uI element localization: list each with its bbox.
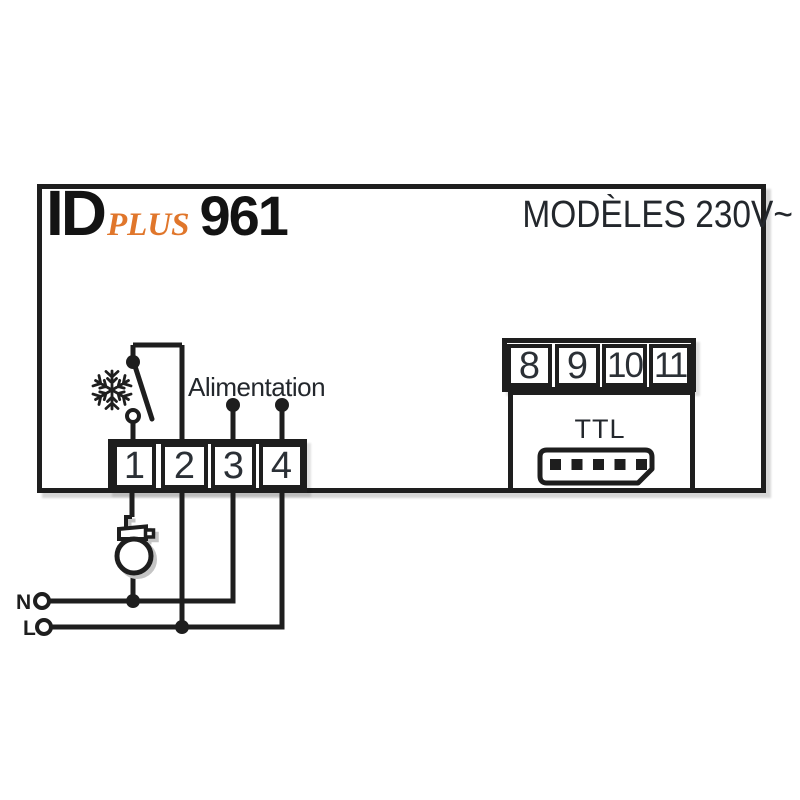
line-label: L <box>23 617 36 640</box>
neutral-junction-dot <box>126 594 140 608</box>
terminal-11: 11 <box>649 344 691 387</box>
alimentation-label: Alimentation <box>188 372 326 402</box>
terminal-10: 10 <box>602 344 647 387</box>
line-junction-dot <box>175 620 189 634</box>
compressor-shadow <box>118 518 159 579</box>
terminal-2: 2 <box>161 443 208 489</box>
logo-id: ID <box>46 177 107 249</box>
terminal-4: 4 <box>259 443 304 489</box>
terminal-3: 3 <box>211 443 256 489</box>
terminal-9: 9 <box>555 344 600 387</box>
logo-plus: PLUS <box>107 207 190 243</box>
compressor-icon <box>114 515 159 579</box>
model-voltage-label: MODÈLES 230V~ <box>522 194 793 236</box>
terminal-8: 8 <box>507 344 552 387</box>
line-wire <box>51 491 285 630</box>
ttl-label: TTL <box>574 414 626 444</box>
logo-model-number: 961 <box>199 184 289 247</box>
brand-logo: ID PLUS 961 <box>46 177 289 249</box>
neutral-line-wire <box>49 491 236 604</box>
terminal-1: 1 <box>113 443 156 489</box>
line-terminal-circle <box>35 618 53 636</box>
neutral-label: N <box>16 591 32 614</box>
neutral-terminal-circle <box>33 592 51 610</box>
